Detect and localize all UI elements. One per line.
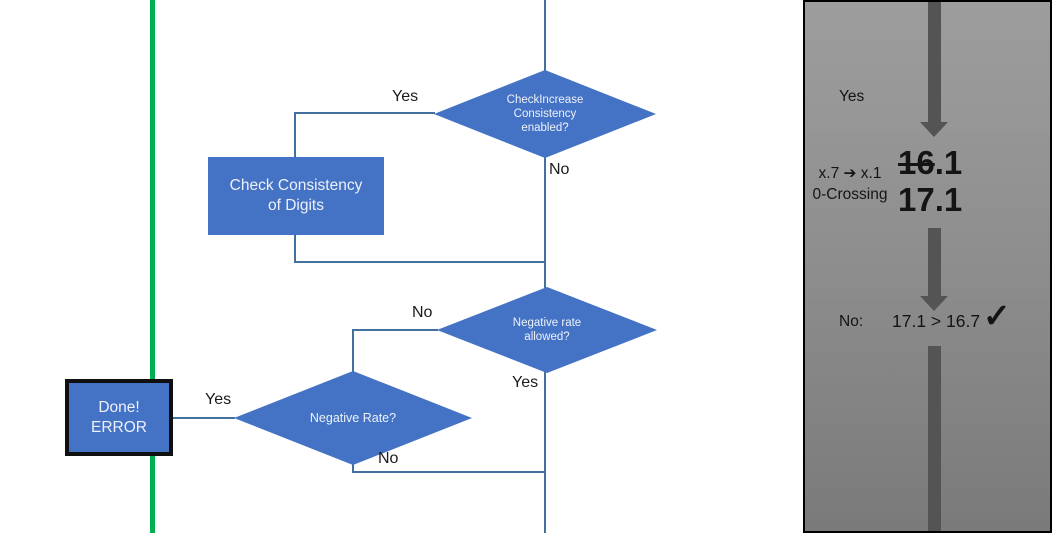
down-arrow-icon	[920, 122, 948, 137]
process-label-line: Check Consistency	[229, 177, 363, 194]
decision-label-line: Negative Rate?	[309, 410, 397, 425]
connector-decision3-no-vertical	[352, 463, 354, 473]
down-arrow-icon	[928, 228, 941, 296]
branch-label-no: No	[378, 450, 399, 467]
annotation-rule: x.7 ➔ x.1	[818, 165, 882, 182]
annotation-rule: 0-Crossing	[812, 186, 888, 203]
panel-annotation: x.7 ➔ x.1 0-Crossing	[805, 163, 895, 205]
process-label-line: of Digits	[268, 197, 324, 214]
connector-decision2-no-horizontal	[352, 329, 438, 331]
green-guide-line	[150, 0, 155, 533]
decision-label-line: enabled?	[521, 122, 569, 134]
decision-check-increase-consistency: CheckIncrease Consistency enabled?	[434, 70, 656, 158]
panel-yes-label: Yes	[839, 88, 865, 105]
annotation-panel: Yes x.7 ➔ x.1 0-Crossing 16.1 17.1 No: 1…	[803, 0, 1052, 533]
process-check-consistency-of-digits: Check Consistency of Digits	[208, 157, 384, 235]
old-value: 16.1	[898, 144, 962, 181]
decision-label-line: Consistency	[513, 108, 577, 120]
connector-main-vertical	[544, 0, 546, 533]
checkmark-icon: ✓	[983, 297, 1011, 334]
decision-negative-rate: Negative Rate?	[234, 371, 472, 465]
connector-process-out-vertical	[294, 235, 296, 263]
connector-decision2-no-vertical	[352, 329, 354, 372]
decision-label-line: CheckIncrease	[506, 94, 584, 106]
panel-values: 16.1 17.1	[898, 144, 962, 218]
connector-decision1-yes-horizontal	[294, 112, 435, 114]
branch-label-yes: Yes	[205, 391, 232, 408]
new-value: 17.1	[898, 181, 963, 218]
decision-negative-rate-allowed: Negative rate allowed?	[437, 287, 657, 373]
branch-label-no: No	[412, 304, 433, 321]
down-arrow-icon	[928, 2, 941, 122]
old-value-rest: .1	[934, 144, 963, 181]
connector-decision1-yes-vertical	[294, 112, 296, 158]
branch-label-yes: Yes	[392, 88, 419, 105]
down-arrow-icon	[928, 346, 941, 531]
connector-process-out-horizontal	[294, 261, 545, 263]
terminal-label-line: ERROR	[91, 418, 147, 436]
panel-comparison: 17.1 > 16.7	[892, 311, 981, 331]
down-arrow-icon	[920, 296, 948, 311]
decision-label-line: allowed?	[524, 331, 570, 343]
branch-label-yes: Yes	[512, 374, 539, 391]
connector-decision3-yes-horizontal	[173, 417, 235, 419]
panel-no-label: No:	[839, 313, 864, 330]
decision-label-line: Negative rate	[512, 317, 582, 329]
connector-decision3-no-horizontal	[352, 471, 545, 473]
old-value-struck: 16	[898, 144, 935, 181]
branch-label-no: No	[549, 161, 570, 178]
terminal-done-error: Done! ERROR	[65, 379, 173, 456]
terminal-label-line: Done!	[98, 398, 140, 416]
